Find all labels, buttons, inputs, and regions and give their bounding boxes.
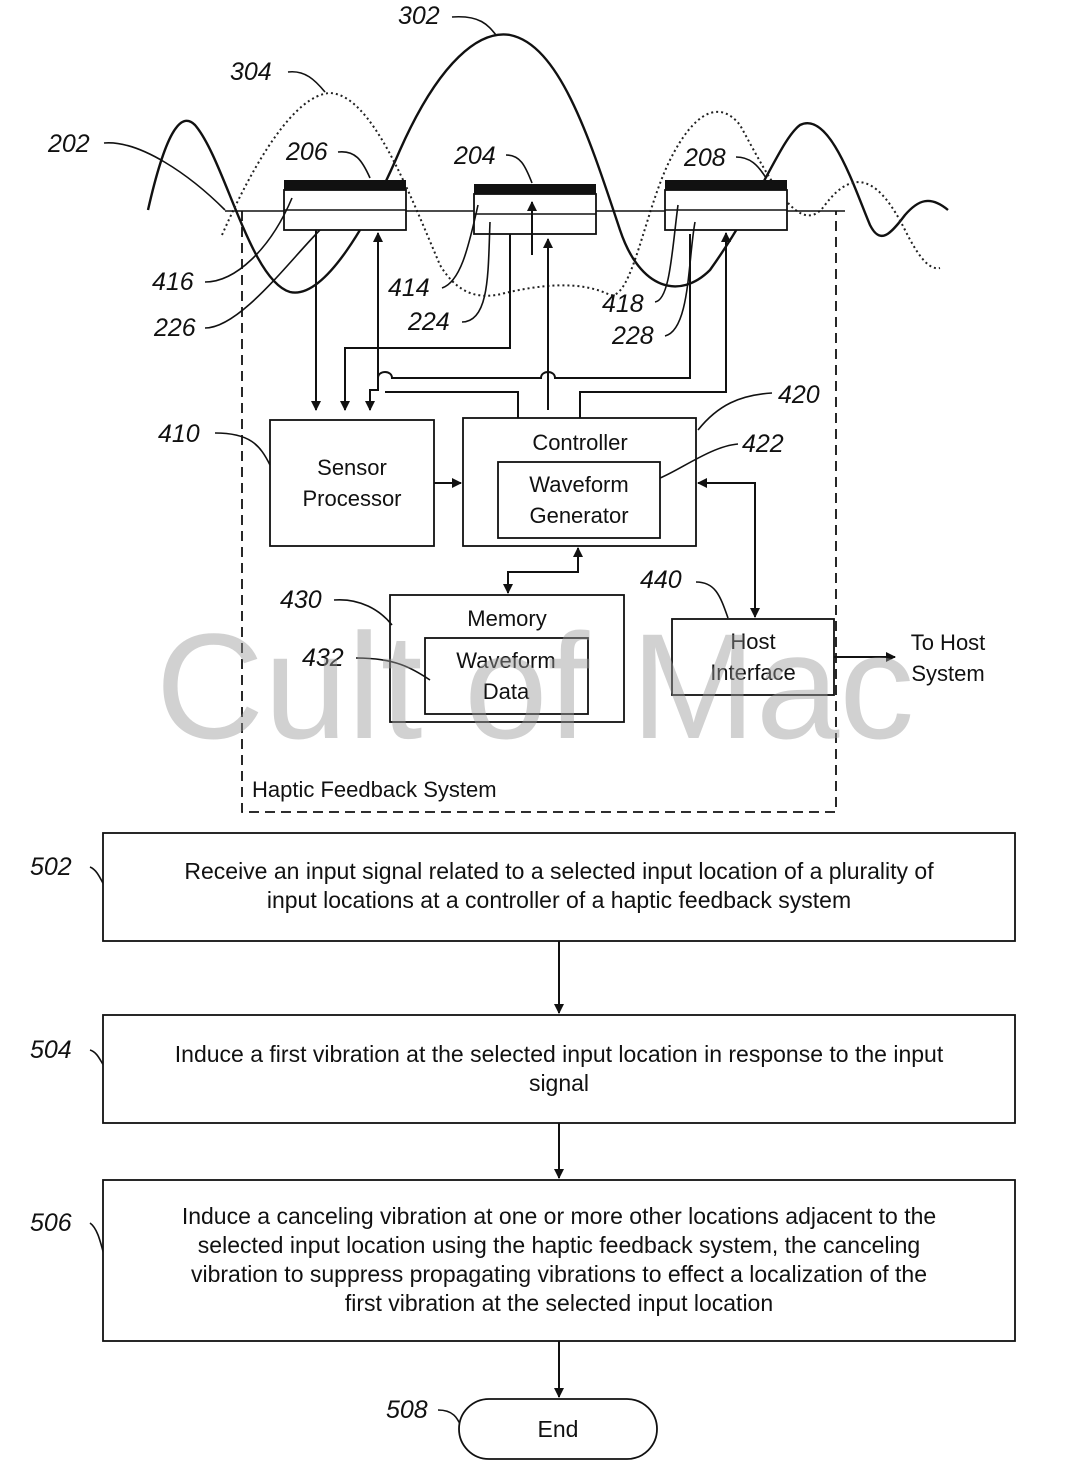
ref-430: 430 [280,586,322,614]
step-502-box [102,832,1016,942]
haptic-system-boundary [241,211,837,813]
block-wiring [434,478,896,662]
end-terminal [458,1398,658,1460]
ref-226: 226 [153,314,196,342]
waveform-generator-block [497,461,661,539]
ref-208: 208 [683,144,726,172]
ref-440: 440 [640,566,682,594]
input-location-208 [664,180,788,231]
controller-label: Controller [532,430,627,455]
ref-414: 414 [388,274,430,302]
sensor-processor-label-2: Processor [302,486,401,511]
input-location-206 [283,180,407,231]
ref-204: 204 [453,142,496,170]
ref-502: 502 [30,853,72,881]
ref-504: 504 [30,1036,72,1064]
ref-228: 228 [611,322,654,350]
memory-label: Memory [467,606,546,631]
step-506-box [102,1179,1016,1342]
sensor-processor-block [269,419,435,547]
ref-506: 506 [30,1209,72,1237]
step-506-line-1: Induce a canceling vibration at one or m… [182,1203,936,1229]
ref-416: 416 [152,268,194,296]
haptic-system-label: Haptic Feedback System [252,777,497,802]
ref-418: 418 [602,290,644,318]
host-interface-label-2: Interface [710,660,796,685]
step-504-line-1: Induce a first vibration at the selected… [175,1041,944,1067]
watermark: Cult of Mac [156,602,915,770]
waveform-data-block [424,637,589,715]
step-502-line-1: Receive an input signal related to a sel… [184,858,934,884]
ref-304: 304 [230,58,272,86]
host-interface-label-1: Host [730,629,775,654]
ref-302: 302 [398,2,440,30]
step-504-line-2: signal [529,1070,589,1096]
signal-wiring [311,201,731,418]
input-location-204 [473,184,597,235]
ref-410: 410 [158,420,200,448]
waveform-data-label-1: Waveform [456,648,555,673]
host-interface-block [671,618,835,696]
end-label: End [538,1416,579,1442]
ref-206: 206 [285,138,328,166]
waveform-generator-label-1: Waveform [529,472,628,497]
ref-422: 422 [742,430,784,458]
step-506-line-2: selected input location using the haptic… [198,1232,920,1258]
ref-432: 432 [302,644,344,672]
leader-lines [89,15,773,1429]
ref-224: 224 [407,308,450,336]
to-host-label-1: To Host [911,630,986,655]
waveform-data-label-2: Data [483,679,530,704]
waveform-generator-label-2: Generator [529,503,628,528]
step-504-box [102,1014,1016,1124]
sensor-processor-label-1: Sensor [317,455,387,480]
step-506-line-3: vibration to suppress propagating vibrat… [191,1261,927,1287]
step-502-line-2: input locations at a controller of a hap… [267,887,851,913]
ref-202: 202 [47,130,90,158]
wave-302 [146,33,949,294]
ref-508: 508 [386,1396,428,1424]
ref-420: 420 [778,381,820,409]
step-506-line-4: first vibration at the selected input lo… [345,1290,773,1316]
to-host-label-2: System [911,661,984,686]
